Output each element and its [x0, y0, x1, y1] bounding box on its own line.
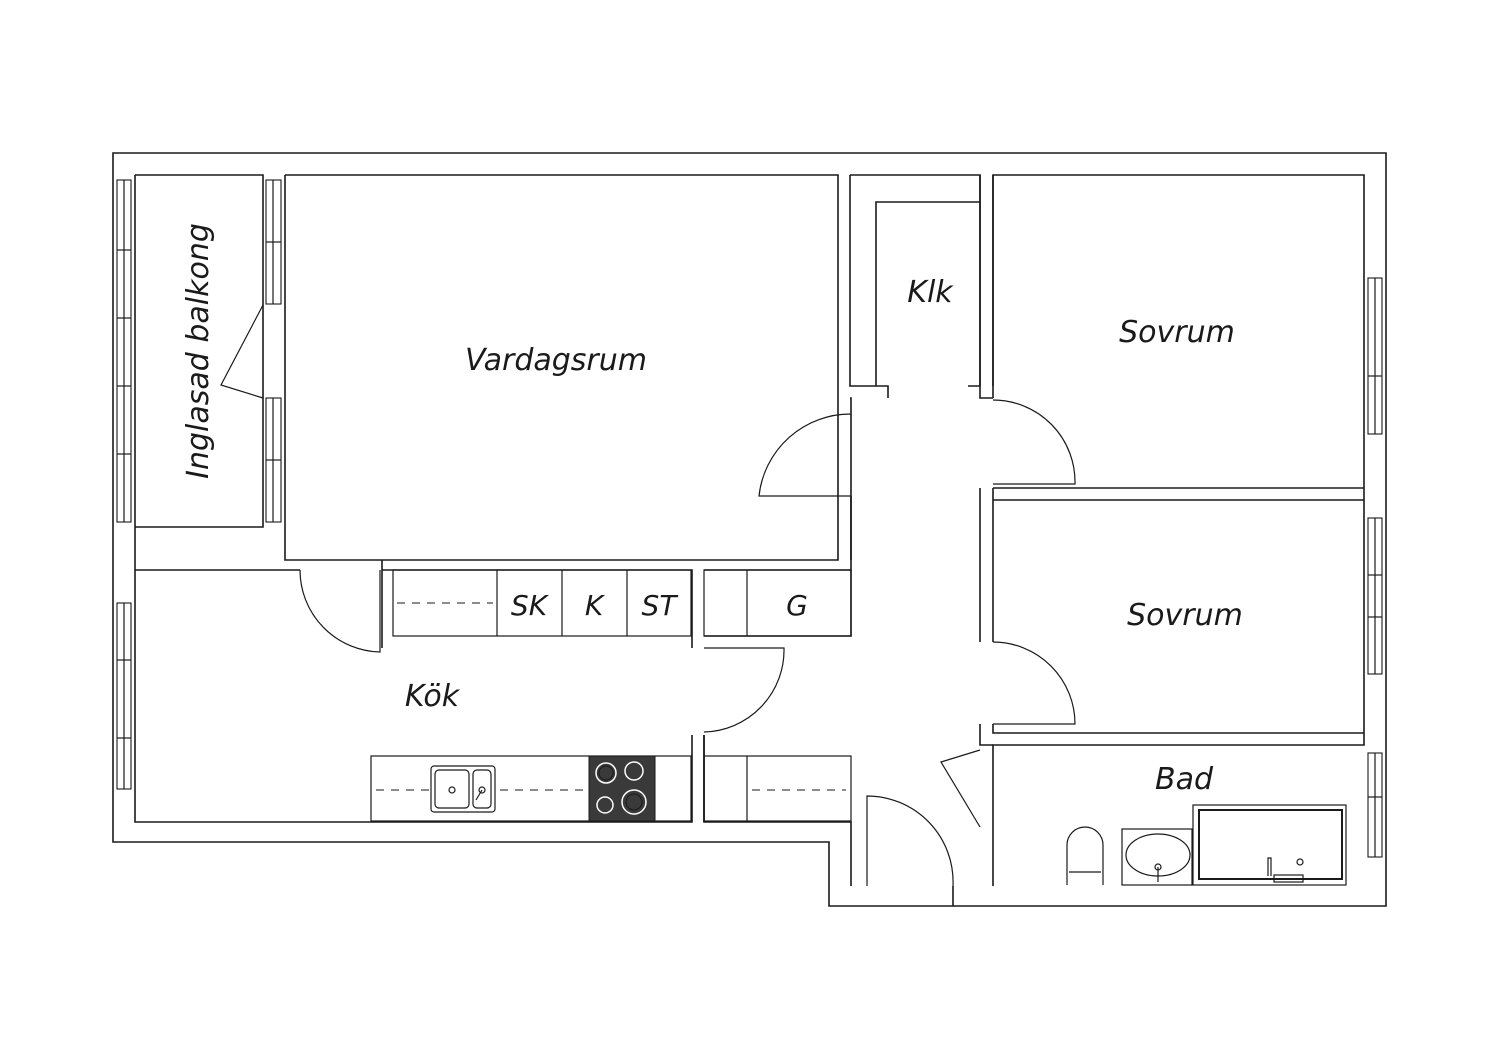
room-label-balcony: Inglasad balkong — [181, 223, 216, 479]
storage-cabinets — [392, 569, 852, 637]
storage-label-st: ST — [642, 589, 679, 622]
kitchen-counter — [370, 755, 852, 822]
door-bath — [940, 749, 981, 828]
door-living-hall — [758, 413, 852, 497]
storage-label-k: K — [585, 589, 606, 622]
room-label-kitchen: Kök — [405, 679, 461, 714]
windows — [116, 179, 1383, 858]
sink-icon — [430, 765, 496, 813]
storage-label-g: G — [786, 589, 808, 622]
storage-label-sk: SK — [511, 589, 550, 622]
bathtub-icon — [1192, 804, 1347, 886]
door-kitchen-living — [299, 569, 381, 653]
room-label-closet: Klk — [907, 275, 954, 310]
outer-walls — [112, 152, 1387, 907]
balcony — [135, 174, 839, 561]
room-label-bedroom-1: Sovrum — [1119, 315, 1235, 350]
room-label-living: Vardagsrum — [465, 343, 647, 378]
door-bedroom1 — [992, 399, 1076, 485]
door-entrance — [866, 795, 954, 887]
room-label-bedroom-2: Sovrum — [1127, 598, 1243, 633]
doors — [299, 399, 1076, 887]
interior-walls — [135, 174, 1364, 822]
door-bedroom2 — [992, 641, 1076, 725]
washbasin-icon — [1121, 828, 1193, 886]
stove-icon — [588, 755, 656, 822]
door-kitchen-hall — [703, 647, 785, 733]
room-label-bath: Bad — [1155, 762, 1214, 797]
room-labels: Inglasad balkong Vardagsrum Klk Sovrum S… — [181, 223, 1243, 797]
storage-labels: SK K ST G — [511, 589, 808, 622]
toilet-icon — [1066, 826, 1104, 885]
